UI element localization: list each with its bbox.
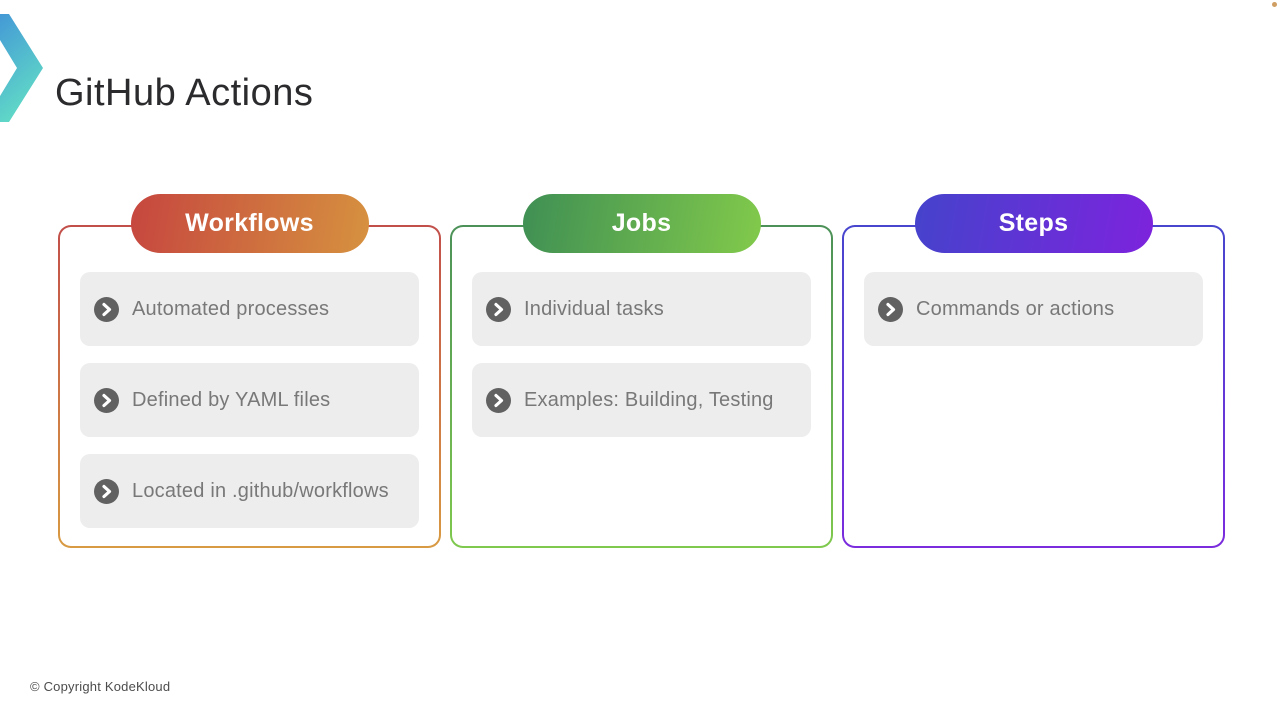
list-item: Individual tasks <box>472 272 811 346</box>
list-item: Located in .github/workflows <box>80 454 419 528</box>
list-item-label: Automated processes <box>132 297 330 320</box>
column-jobs: Jobs Individual tasks Examples: Building… <box>450 194 833 548</box>
list-item-label: Located in .github/workflows <box>132 479 389 502</box>
list-item-label: Commands or actions <box>916 297 1115 320</box>
chevron-right-circle-icon <box>94 478 119 504</box>
list-item-label: Examples: Building, Testing <box>524 388 774 411</box>
column-workflows: Workflows Automated processes Defined by… <box>58 194 441 548</box>
column-header-pill: Steps <box>914 194 1153 253</box>
list-item: Defined by YAML files <box>80 363 419 437</box>
page-title: GitHub Actions <box>55 72 314 115</box>
list-item: Examples: Building, Testing <box>472 363 811 437</box>
list-item: Commands or actions <box>864 272 1203 346</box>
columns-container: Workflows Automated processes Defined by… <box>58 194 1225 548</box>
chevron-right-circle-icon <box>878 296 903 322</box>
list-item-label: Defined by YAML files <box>132 388 331 411</box>
chevron-arrow-logo-icon <box>0 14 43 122</box>
column-box: Commands or actions <box>842 225 1225 548</box>
chevron-right-circle-icon <box>94 296 119 322</box>
chevron-right-circle-icon <box>94 387 119 413</box>
chevron-right-circle-icon <box>486 387 511 413</box>
copyright-text: © Copyright KodeKloud <box>30 679 171 694</box>
column-header-pill: Jobs <box>522 194 761 253</box>
column-box-inner: Commands or actions <box>844 227 1223 546</box>
list-item: Automated processes <box>80 272 419 346</box>
column-box: Automated processes Defined by YAML file… <box>58 225 441 548</box>
column-box-inner: Automated processes Defined by YAML file… <box>60 227 439 546</box>
column-box: Individual tasks Examples: Building, Tes… <box>450 225 833 548</box>
chevron-right-circle-icon <box>486 296 511 322</box>
column-steps: Steps Commands or actions <box>842 194 1225 548</box>
list-item-label: Individual tasks <box>524 297 664 320</box>
column-header-pill: Workflows <box>130 194 369 253</box>
corner-dot <box>1272 2 1277 7</box>
column-box-inner: Individual tasks Examples: Building, Tes… <box>452 227 831 546</box>
